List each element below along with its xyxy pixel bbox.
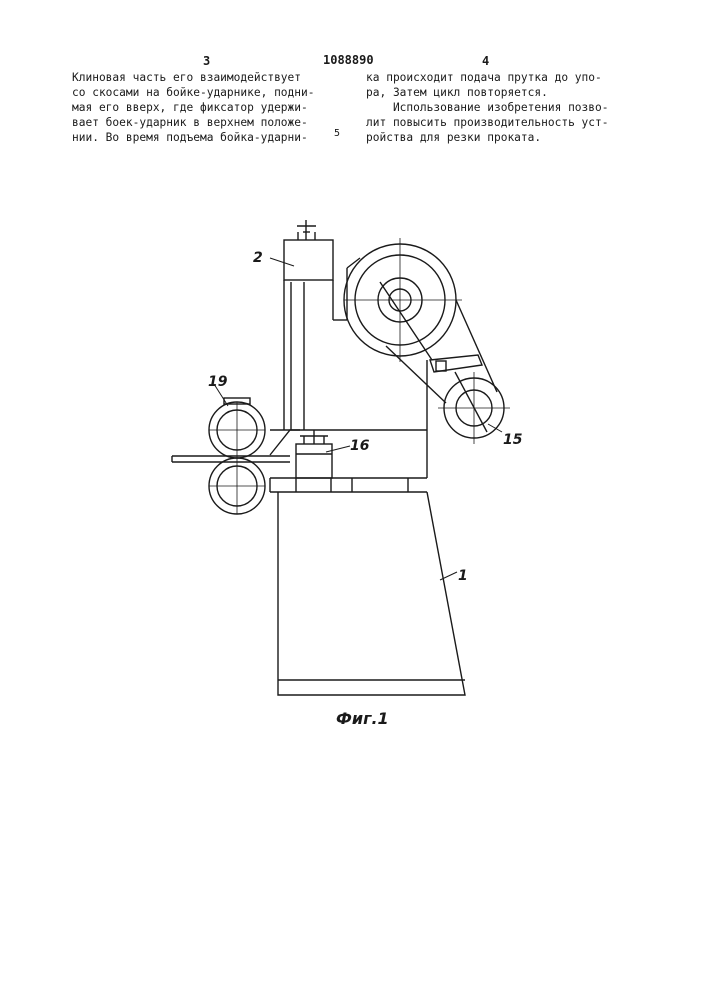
label-19: 19 — [208, 374, 228, 390]
figure-caption: Фиг.1 — [336, 709, 389, 728]
label-2: 2 — [253, 250, 263, 266]
frame — [270, 258, 427, 478]
label-15: 15 — [503, 432, 523, 448]
large-wheel — [344, 238, 462, 362]
bar-stock — [172, 430, 300, 462]
label-16: 16 — [350, 438, 370, 454]
column-2 — [284, 220, 347, 430]
cutter-16 — [296, 430, 332, 478]
housing-body — [270, 478, 465, 695]
label-1: 1 — [458, 568, 468, 584]
tension-arm — [430, 355, 487, 432]
